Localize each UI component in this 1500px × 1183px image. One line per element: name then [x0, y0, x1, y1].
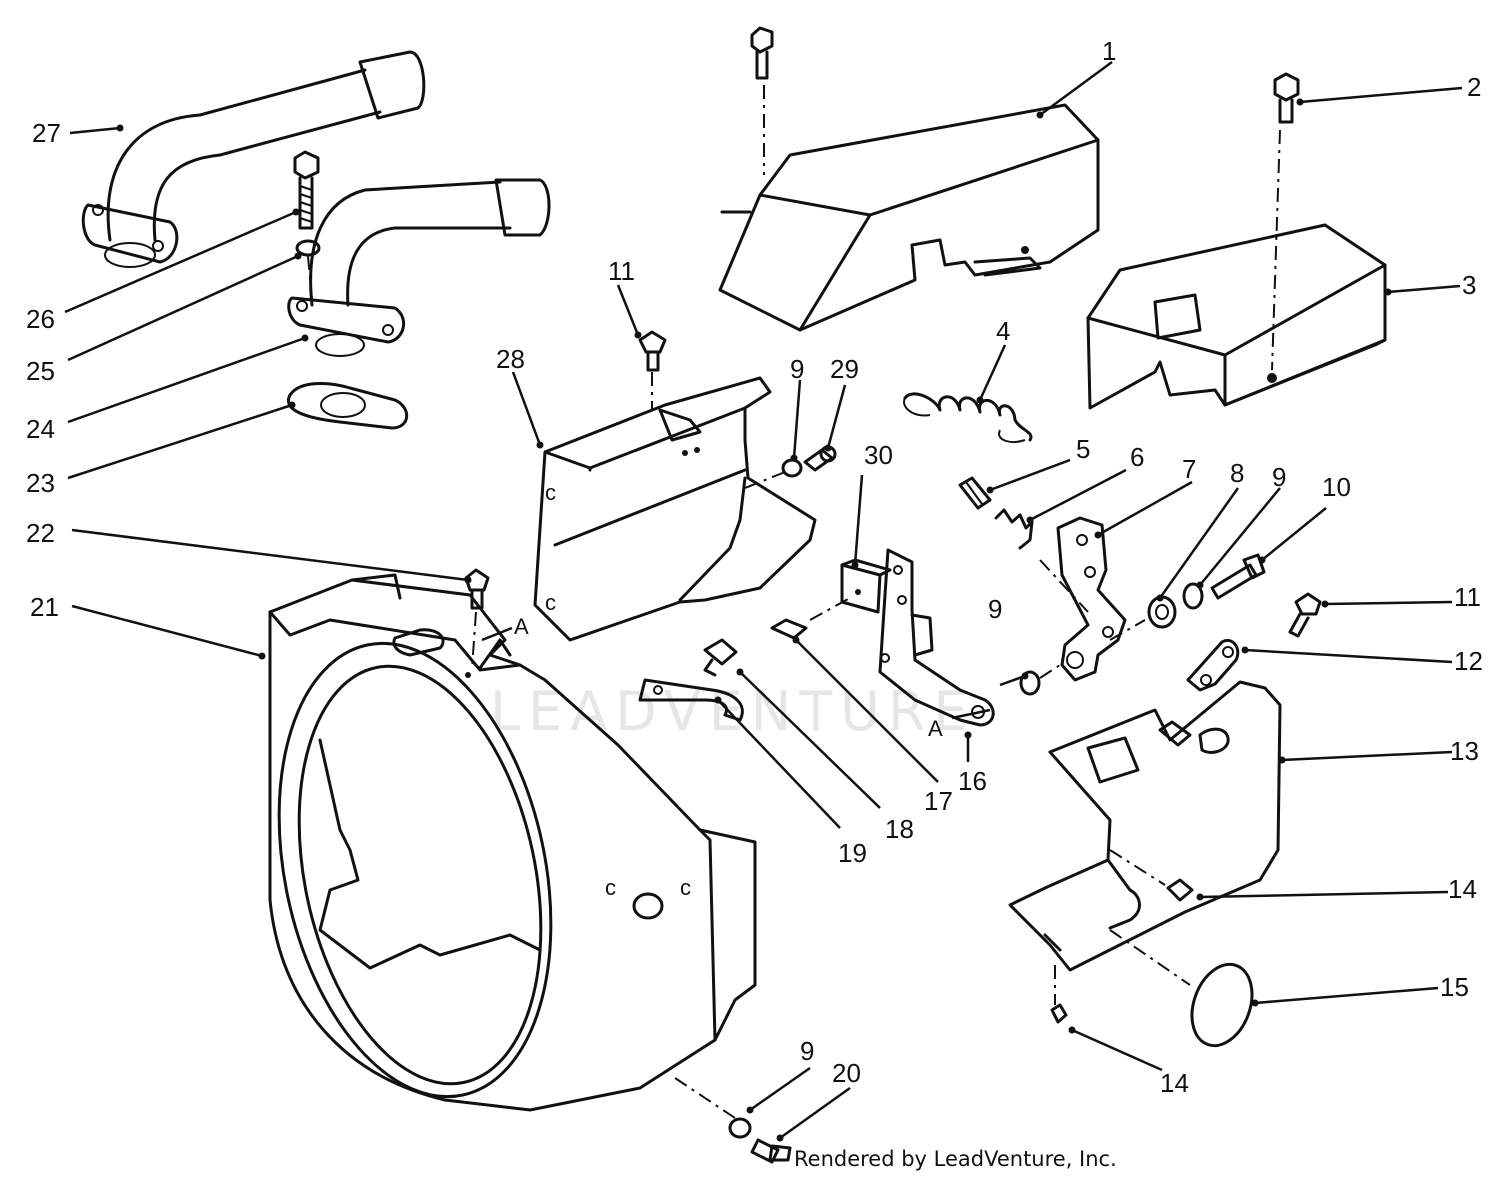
callout-12: 12 — [1454, 646, 1483, 676]
part-13-shield — [1008, 680, 1282, 972]
callout-16: 16 — [958, 766, 987, 796]
callout-29: 29 — [830, 354, 859, 384]
part-16-control-plate — [878, 548, 995, 727]
part-5-screw — [958, 476, 992, 510]
part-11-screw-right — [1288, 592, 1322, 638]
part-6-spring — [994, 508, 1034, 550]
part-14-screw-lower — [1050, 965, 1068, 1024]
part-24-exhaust-elbow — [287, 178, 551, 357]
svg-text:c: c — [545, 480, 556, 505]
part-25-washer — [295, 239, 321, 301]
callout-9-washer-center: 9 — [988, 594, 1002, 624]
part-18-screw — [703, 638, 738, 677]
svg-text:c: c — [545, 590, 556, 615]
callout-15: 15 — [1440, 972, 1469, 1002]
callout-17: 17 — [924, 786, 953, 816]
callout-24: 24 — [26, 414, 55, 444]
part-22-screw — [464, 568, 490, 669]
part-27-exhaust-elbow — [81, 50, 426, 268]
leader-dots — [116, 98, 1392, 1142]
callout-19: 19 — [838, 838, 867, 868]
reference-letter-a-plate: A — [928, 716, 943, 741]
callout-4: 4 — [996, 316, 1010, 346]
part-15-plug — [1109, 929, 1254, 1048]
part-8-spacer — [1147, 595, 1177, 629]
part-1-top-cover — [718, 26, 1100, 332]
part-9-washer-center — [1019, 619, 1146, 696]
callout-20: 20 — [832, 1058, 861, 1088]
part-20-screw — [750, 1138, 792, 1164]
callout-14-upper: 14 — [1448, 874, 1477, 904]
callout-11-right: 11 — [1454, 582, 1481, 612]
part-7-bracket — [1039, 516, 1127, 682]
part-3-side-cover — [1086, 223, 1387, 410]
callout-26: 26 — [26, 304, 55, 334]
callout-18: 18 — [885, 814, 914, 844]
part-28-baffle: c c — [533, 376, 817, 642]
part-11-screw-upper — [638, 330, 667, 410]
callout-23: 23 — [26, 468, 55, 498]
callout-28: 28 — [496, 344, 525, 374]
part-14-screw-upper — [1109, 849, 1194, 902]
callout-3: 3 — [1462, 270, 1476, 300]
callout-8: 8 — [1230, 458, 1244, 488]
part-17-screw — [770, 597, 851, 640]
callout-30: 30 — [864, 440, 893, 470]
part-29-screw — [803, 445, 837, 472]
callout-9-washer-lower: 9 — [800, 1036, 814, 1066]
callout-10: 10 — [1322, 472, 1351, 502]
svg-text:c: c — [680, 875, 691, 900]
part-23-gasket — [286, 382, 409, 430]
callout-2: 2 — [1467, 72, 1481, 102]
callout-labels: 1 2 3 4 5 6 7 8 9 10 11 12 13 14 15 14 1… — [26, 36, 1483, 1098]
reference-letter-a-housing: A — [514, 614, 529, 639]
part-30-clip — [840, 558, 892, 614]
callout-21: 21 — [30, 592, 59, 622]
callout-27: 27 — [32, 118, 61, 148]
part-12-bracket — [1186, 639, 1240, 692]
callout-14-lower: 14 — [1160, 1068, 1189, 1098]
callout-6: 6 — [1130, 442, 1144, 472]
callout-1: 1 — [1102, 36, 1116, 66]
callout-13: 13 — [1450, 736, 1479, 766]
part-2-bolt — [1271, 72, 1300, 371]
credit-text: Rendered by LeadVenture, Inc. — [794, 1147, 1117, 1171]
part-9-washer-right — [1182, 582, 1204, 610]
callout-5: 5 — [1076, 434, 1090, 464]
callout-11-upper: 11 — [608, 256, 635, 286]
callout-25: 25 — [26, 356, 55, 386]
svg-text:c: c — [605, 875, 616, 900]
part-9-washer-lower — [674, 1077, 752, 1139]
part-26-bolt — [293, 150, 320, 230]
callout-7: 7 — [1182, 454, 1196, 484]
part-10-screw — [1210, 553, 1266, 600]
callout-9-washer-right: 9 — [1272, 462, 1286, 492]
part-4-spring — [903, 392, 1033, 443]
callout-9-washer-upper: 9 — [790, 354, 804, 384]
callout-22: 22 — [26, 518, 55, 548]
part-21-blower-housing: c c — [268, 573, 757, 1112]
leader-lines — [64, 60, 1463, 1140]
part-19-clip — [638, 678, 744, 722]
